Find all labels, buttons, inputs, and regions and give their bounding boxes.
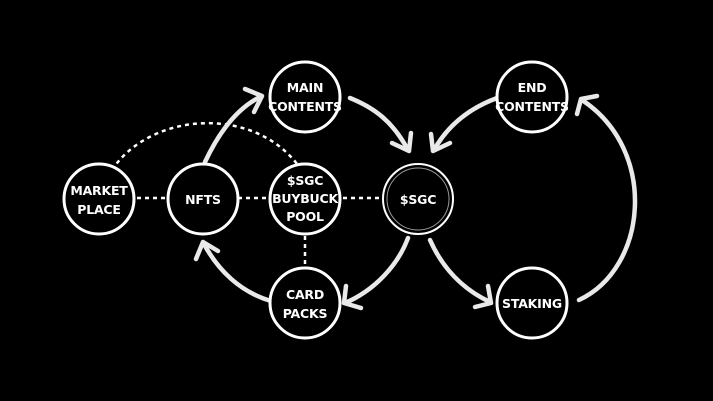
node-label: PLACE <box>77 202 121 217</box>
arrowhead-sgc-to-staking <box>472 283 494 310</box>
node-card-packs: CARD PACKS <box>268 266 342 340</box>
arrow-card-packs-to-nfts <box>201 241 274 304</box>
node-label: END <box>518 80 547 95</box>
arrow-main-contents-to-sgc <box>347 95 411 153</box>
arrowhead-sgc-to-card-packs <box>341 283 364 311</box>
flow-arrows <box>193 86 638 311</box>
arrow-sgc-to-staking <box>427 237 493 305</box>
node-main-contents: MAIN CONTENTS <box>268 60 342 134</box>
arrow-nfts-to-main-contents <box>202 94 263 165</box>
node-label: $SGC <box>400 192 436 207</box>
node-label: CARD <box>286 287 324 302</box>
node-label: BUYBUCK <box>272 191 339 206</box>
dotted-connectors <box>110 122 382 268</box>
node-label: CONTENTS <box>495 99 569 114</box>
arrowhead-main-contents-to-sgc <box>389 130 414 154</box>
node-market-place: MARKET PLACE <box>62 162 136 236</box>
arrow-staking-to-end-contents <box>576 97 638 303</box>
node-label: PACKS <box>283 306 328 321</box>
node-label: NFTS <box>185 192 221 207</box>
node-label: POOL <box>286 209 324 224</box>
node-label: MARKET <box>70 183 128 198</box>
node-nfts: NFTS <box>166 162 240 236</box>
arrowhead-card-packs-to-nfts <box>193 239 221 262</box>
arrowhead-end-contents-to-sgc <box>428 131 453 154</box>
node-staking: STAKING <box>495 266 569 340</box>
node-sgc: $SGC <box>382 163 454 235</box>
node-label: STAKING <box>502 296 562 311</box>
node-label: $SGC <box>287 173 323 188</box>
arrow-end-contents-to-sgc <box>431 95 500 153</box>
connector-marketplace-to-buyback <box>110 122 302 171</box>
node-label: MAIN <box>287 80 323 95</box>
arrow-sgc-to-card-packs <box>342 235 411 306</box>
node-buyback-pool: $SGC BUYBUCK POOL <box>268 162 342 236</box>
node-end-contents: END CONTENTS <box>495 60 569 134</box>
arrowhead-nfts-to-main-contents <box>242 86 265 115</box>
node-label: CONTENTS <box>268 99 342 114</box>
arrowhead-staking-to-end-contents <box>574 93 600 117</box>
